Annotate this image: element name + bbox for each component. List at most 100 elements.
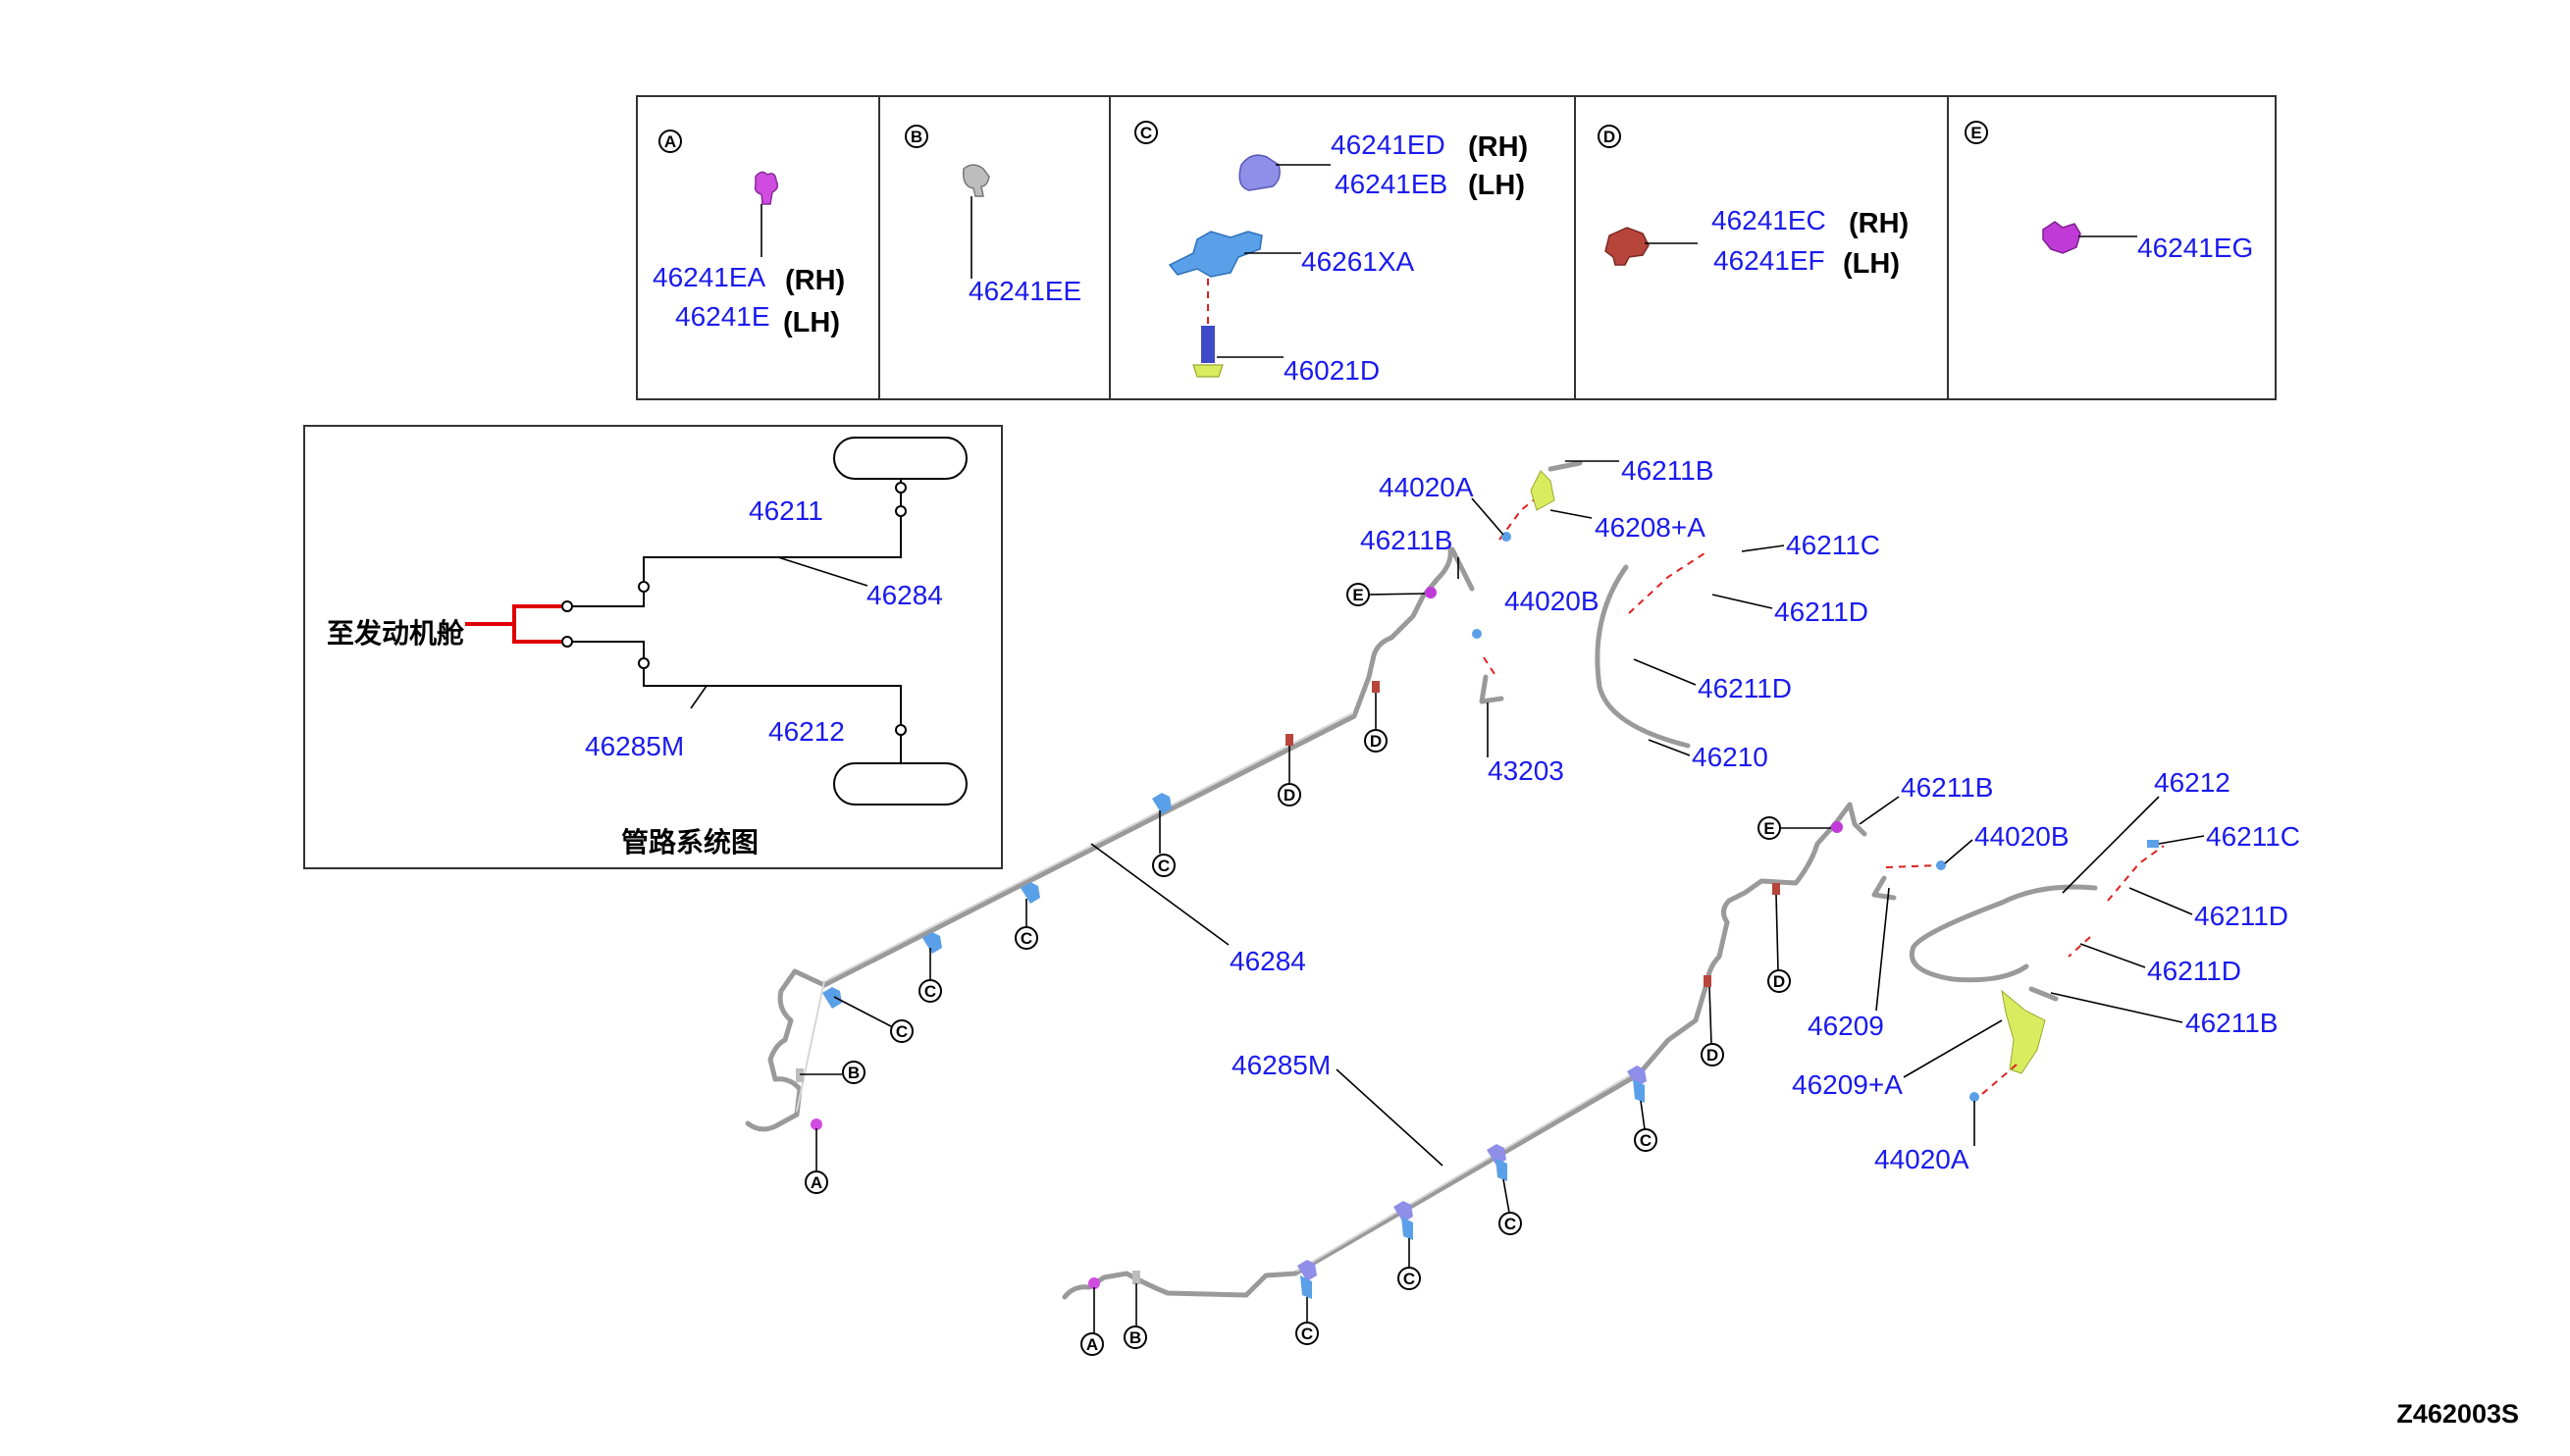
clip-a-icon	[1088, 1277, 1100, 1289]
detail-section-b: B 46241EE	[905, 125, 1081, 306]
bracket-46209a-icon	[2001, 989, 2046, 1074]
clip-c-icon	[1495, 1158, 1507, 1181]
clip-marker-a: A	[1080, 1287, 1104, 1356]
clip-a-icon	[811, 1118, 822, 1130]
part-number-43203[interactable]: 43203	[1488, 755, 1564, 786]
diagram-code: Z462003S	[2396, 1399, 2519, 1429]
clip-marker-c: C	[1015, 899, 1038, 950]
part-number-46209a[interactable]: 46209+A	[1792, 1069, 1903, 1100]
detail-section-e: E 46241EG	[1965, 121, 2253, 263]
section-letter-b: B	[911, 128, 922, 146]
clip-c-icon	[1487, 1144, 1506, 1166]
svg-text:C: C	[1504, 1215, 1516, 1233]
svg-text:D: D	[1706, 1046, 1718, 1065]
short-tube	[1449, 546, 1475, 592]
section-letter-c: C	[1140, 124, 1152, 142]
clip-d-icon	[1285, 734, 1293, 746]
part-number-46241ec[interactable]: 46241EC	[1711, 205, 1826, 235]
part-number-44020b[interactable]: 44020B	[1974, 821, 2070, 852]
part-number-46241e[interactable]: 46241E	[675, 301, 770, 332]
part-number-46241ed[interactable]: 46241ED	[1331, 130, 1445, 160]
part-number-46261xa[interactable]: 46261XA	[1301, 246, 1415, 277]
front-tube-assembly: A B C C C C D D E 46211B 44020A 46208+A …	[745, 455, 1880, 1194]
schematic-line	[643, 516, 902, 587]
part-number-46285m[interactable]: 46285M	[585, 731, 684, 761]
flex-hose-46210	[1595, 564, 1691, 749]
part-number-46211d[interactable]: 46211D	[2147, 956, 2241, 986]
schematic-joint	[895, 505, 907, 517]
part-number-46211c[interactable]: 46211C	[2206, 821, 2300, 852]
part-number-46241ea[interactable]: 46241EA	[653, 262, 766, 292]
part-number-46211b[interactable]: 46211B	[2185, 1008, 2278, 1038]
schematic-line	[571, 592, 645, 607]
part-number-46241ef[interactable]: 46241EF	[1713, 245, 1825, 276]
part-number-46284[interactable]: 46284	[1230, 946, 1306, 976]
junction-block-43203	[1479, 674, 1504, 704]
clip-c-icon	[1393, 1201, 1413, 1222]
leader-line	[1859, 796, 1900, 825]
part-number-46208a[interactable]: 46208+A	[1595, 512, 1705, 543]
section-marker-c	[1134, 121, 1158, 144]
part-number-46021d[interactable]: 46021D	[1284, 355, 1380, 386]
section-letter-d: D	[1603, 128, 1615, 146]
clip-d-icon	[1772, 883, 1780, 895]
leader-line	[690, 685, 708, 709]
part-number-44020a[interactable]: 44020A	[1874, 1144, 1969, 1174]
clip-e-icon	[1831, 821, 1843, 833]
leader-line	[1633, 658, 1697, 686]
bolt-44020a-icon	[1969, 1092, 1979, 1102]
part-number-46211b[interactable]: 46211B	[1360, 525, 1452, 555]
part-number-46284[interactable]: 46284	[866, 580, 943, 610]
leader-line	[2050, 992, 2183, 1023]
svg-text:D: D	[1773, 972, 1785, 991]
part-number-46241eb[interactable]: 46241EB	[1335, 169, 1447, 199]
clip-marker-c: C	[1498, 1178, 1522, 1235]
clip-b-icon	[962, 164, 990, 197]
part-number-46211b[interactable]: 46211B	[1901, 772, 1993, 803]
tube-highlight	[1296, 1070, 1638, 1272]
side-label-rh: (RH)	[1468, 131, 1528, 163]
clip-c-icon	[1627, 1066, 1647, 1087]
schematic-caption: 管路系统图	[621, 826, 759, 858]
leader-line	[1875, 887, 1890, 1012]
part-number-46210[interactable]: 46210	[1692, 742, 1768, 772]
part-number-46211d[interactable]: 46211D	[1774, 597, 1868, 627]
detail-section-c: C 46241ED (RH) 46241EB (LH) 46261XA 4602…	[1134, 121, 1528, 386]
clip-c-icon	[922, 932, 942, 954]
leader-line	[2158, 835, 2205, 845]
clip-marker-b: B	[1124, 1283, 1147, 1349]
assembly-dash	[1885, 845, 2165, 1095]
detail-section-d: D 46241EC (RH) 46241EF (LH)	[1598, 125, 1909, 280]
svg-text:C: C	[1021, 929, 1032, 948]
piping-schematic: 至发动机舱 46211 46284 46285M 46212 管路系统图	[303, 425, 1003, 869]
bolt-44020b-icon	[1472, 629, 1482, 639]
short-tube-46211b	[2028, 986, 2059, 1002]
svg-text:E: E	[1763, 819, 1774, 838]
part-number-46211b[interactable]: 46211B	[1621, 455, 1713, 486]
part-number-46241eg[interactable]: 46241EG	[2137, 233, 2253, 263]
part-number-46211d[interactable]: 46211D	[1698, 673, 1792, 703]
flex-hose-46212	[1910, 884, 2098, 983]
leader-line	[1741, 545, 1785, 552]
part-number-46241ee[interactable]: 46241EE	[969, 276, 1081, 306]
clip-e-icon	[2042, 221, 2081, 254]
clip-c-icon	[1633, 1079, 1645, 1103]
clip-marker-e: E	[1346, 583, 1426, 606]
clip-c-icon	[1300, 1275, 1312, 1299]
clip-marker-b: B	[800, 1061, 865, 1084]
part-number-46285m[interactable]: 46285M	[1232, 1050, 1331, 1080]
schematic-joint	[895, 724, 907, 736]
clip-c-icon	[1401, 1217, 1413, 1240]
clip-c-icon	[1297, 1260, 1317, 1281]
clip-marker-c: C	[1397, 1238, 1421, 1290]
part-number-44020b[interactable]: 44020B	[1504, 586, 1600, 616]
part-number-46211d[interactable]: 46211D	[2194, 901, 2288, 931]
part-number-46209[interactable]: 46209	[1808, 1011, 1884, 1041]
part-number-46211[interactable]: 46211	[749, 495, 823, 526]
part-number-46212[interactable]: 46212	[768, 716, 845, 747]
part-number-46211c[interactable]: 46211C	[1786, 530, 1880, 560]
part-number-44020a[interactable]: 44020A	[1379, 472, 1474, 502]
leader-line	[777, 556, 868, 587]
part-number-46212[interactable]: 46212	[2154, 767, 2230, 798]
engine-feed-line	[465, 604, 561, 644]
